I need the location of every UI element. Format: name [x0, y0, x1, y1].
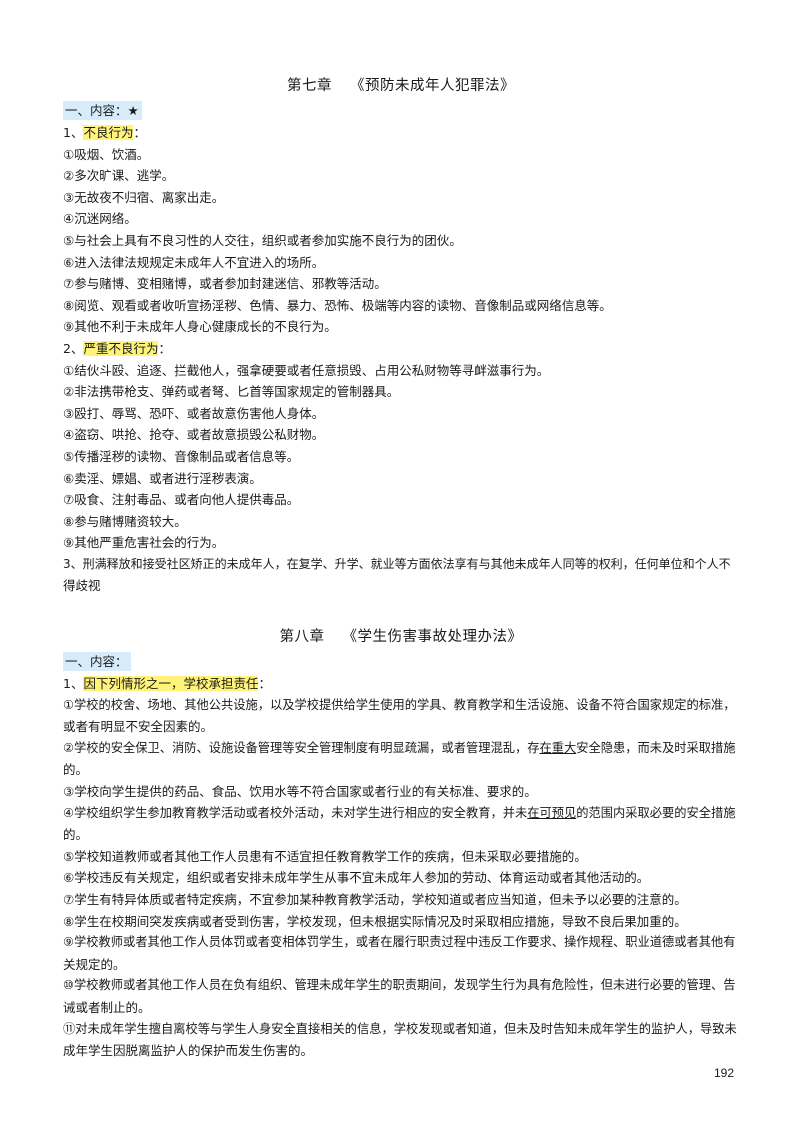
chapter8-law-name: 《学生伤害事故处理办法》: [342, 629, 523, 646]
liability-item-line: ⑨学校教师或者其他工作人员体罚或者变相体罚学生，或者在履行职责过程中违反工作要求…: [63, 935, 736, 950]
chapter7-section-heading: 一、内容：★: [63, 101, 142, 120]
liability-item-line: ⑩学校教师或者其他工作人员在负有组织、管理未成年学生的职责期间，发现学生行为具有…: [63, 978, 736, 993]
liability-item-line: ③学校向学生提供的药品、食品、饮用水等不符合国家或者行业的有关标准、要求的。: [63, 784, 537, 800]
bad-behavior-item: ④沉迷网络。: [63, 211, 137, 227]
page-number: 192: [713, 1066, 734, 1080]
bad-behavior-item: ⑦参与赌博、变相赌博，或者参加封建迷信、邪教等活动。: [63, 276, 387, 292]
chapter7-law-name: 《预防未成年人犯罪法》: [350, 78, 515, 94]
liability-item-line: ⑦学生有特异体质或者特定疾病，不宜参加某种教育教学活动，学校知道或者应当知道，但…: [63, 892, 687, 907]
bad-behavior-item: ①吸烟、饮酒。: [63, 146, 150, 162]
liability-item-line: ⑥学校违反有关规定，组织或者安排未成年学生从事不宜未成年人参加的劳动、体育运动或…: [63, 870, 650, 886]
serious-behavior-item: ⑥卖淫、嫖娼、或者进行淫秽表演。: [63, 470, 262, 486]
liability-item-line: ①学校的校舍、场地、其他公共设施，以及学校提供给学生使用的学具、教育教学和生活设…: [63, 697, 736, 712]
liability-item-line: 的。: [63, 762, 89, 778]
liability-item-line: ⑧学生在校期间突发疾病或者受到伤害，学校发现，但未根据实际情况及时采取相应措施，…: [63, 913, 687, 929]
bad-behavior-item: ⑤与社会上具有不良习性的人交往，组织或者参加实施不良行为的团伙。: [63, 232, 462, 248]
highlight-serious-behavior: 严重不良行为: [83, 340, 159, 356]
highlight-school-liability: 因下列情形之一，学校承担责任: [83, 676, 259, 692]
chapter8-section-heading: 一、内容：: [63, 652, 131, 672]
liability-item-line: 诫或者制止的。: [63, 999, 151, 1015]
serious-behavior-item: ②非法携带枪支、弹药或者弩、匕首等国家规定的管制器具。: [63, 384, 400, 400]
liability-item-line: ②学校的安全保卫、消防、设施设备管理等安全管理制度有明显疏漏，或者管理混乱，存在…: [63, 740, 736, 755]
underlined-text: 在重大: [539, 740, 577, 755]
serious-behavior-item: ⑧参与赌博赌资较大。: [63, 513, 187, 529]
chapter7-number: 第七章: [287, 78, 332, 94]
document-page: 第七章 《预防未成年人犯罪法》 一、内容：★ 1、不良行为： ①吸烟、饮酒。 ②多…: [63, 74, 739, 1062]
liability-item-line: ⑪对未成年学生擅自离校等与学生人身安全直接相关的信息，学校发现或者知道，但未及时…: [63, 1021, 737, 1036]
bad-behavior-item: ⑨其他不利于未成年人身心健康成长的不良行为。: [63, 319, 337, 335]
serious-behavior-item: ①结伙斗殴、追逐、拦截他人，强拿硬要或者任意损毁、占用公私财物等寻衅滋事行为。: [63, 362, 550, 378]
chapter7-item3-line1: 3、刑满释放和接受社区矫正的未成年人，在复学、升学、就业等方面依法享有与其他未成…: [63, 556, 731, 571]
liability-item-line: 成年学生因脱离监护人的保护而发生伤害的。: [63, 1043, 314, 1059]
liability-item-line: 的。: [63, 827, 89, 843]
bad-behavior-item: ③无故夜不归宿、离家出走。: [63, 189, 225, 205]
liability-item-line: 或者有明显不安全因素的。: [63, 719, 214, 735]
liability-item-line: ④学校组织学生参加教育教学活动或者校外活动，未对学生进行相应的安全教育，并未在可…: [63, 805, 736, 820]
chapter7-title: 第七章 《预防未成年人犯罪法》: [63, 74, 739, 98]
bad-behavior-item: ⑧阅览、观看或者收听宣扬淫秽、色情、暴力、恐怖、极端等内容的读物、音像制品或网络…: [63, 297, 612, 313]
serious-behavior-item: ⑨其他严重危害社会的行为。: [63, 535, 225, 551]
chapter7-item2-heading: 2、严重不良行为：: [63, 340, 171, 356]
serious-behavior-item: ③殴打、辱骂、恐吓、或者故意伤害他人身体。: [63, 405, 325, 421]
liability-item-line: 关规定的。: [63, 956, 126, 972]
serious-behavior-item: ④盗窃、哄抢、抢夺、或者故意损毁公私财物。: [63, 427, 325, 443]
bad-behavior-item: ⑥进入法律法规规定未成年人不宜进入的场所。: [63, 254, 325, 270]
underlined-text: 在可预见: [527, 805, 577, 820]
chapter7-item3-line2: 得歧视: [63, 578, 101, 594]
chapter8-title: 第八章《学生伤害事故处理办法》: [63, 625, 739, 649]
chapter8-item1-heading: 1、因下列情形之一，学校承担责任：: [63, 676, 271, 692]
liability-item-line: ⑤学校知道教师或者其他工作人员患有不适宜担任教育教学工作的疾病，但未采取必要措施…: [63, 848, 587, 864]
chapter7-item1-heading: 1、不良行为：: [63, 125, 146, 140]
chapter8-number: 第八章: [279, 629, 325, 646]
serious-behavior-item: ⑦吸食、注射毒品、或者向他人提供毒品。: [63, 492, 300, 508]
highlight-bad-behavior: 不良行为: [83, 125, 134, 140]
bad-behavior-item: ②多次旷课、逃学。: [63, 168, 175, 184]
serious-behavior-item: ⑤传播淫秽的读物、音像制品或者信息等。: [63, 448, 300, 464]
